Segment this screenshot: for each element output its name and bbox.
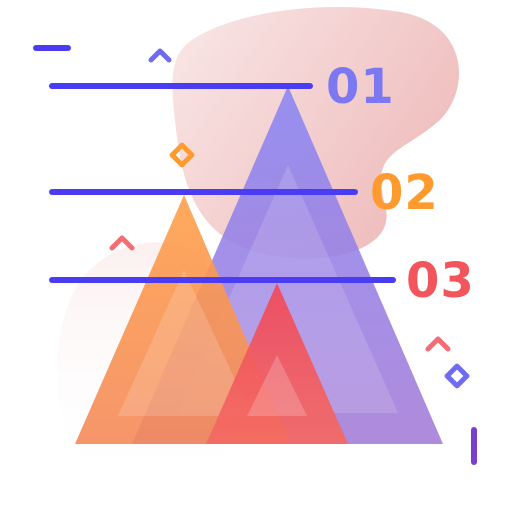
chevron-up-icon bbox=[425, 336, 451, 352]
level-label-03: 03 bbox=[406, 253, 475, 309]
triangle-level-03 bbox=[206, 283, 348, 444]
level-label-01: 01 bbox=[326, 59, 395, 115]
diamond-icon bbox=[444, 363, 470, 389]
chevron-up-icon bbox=[148, 48, 172, 63]
level-label-02: 02 bbox=[370, 165, 439, 221]
diamond-icon bbox=[169, 142, 195, 168]
chevron-up-icon bbox=[109, 235, 135, 251]
